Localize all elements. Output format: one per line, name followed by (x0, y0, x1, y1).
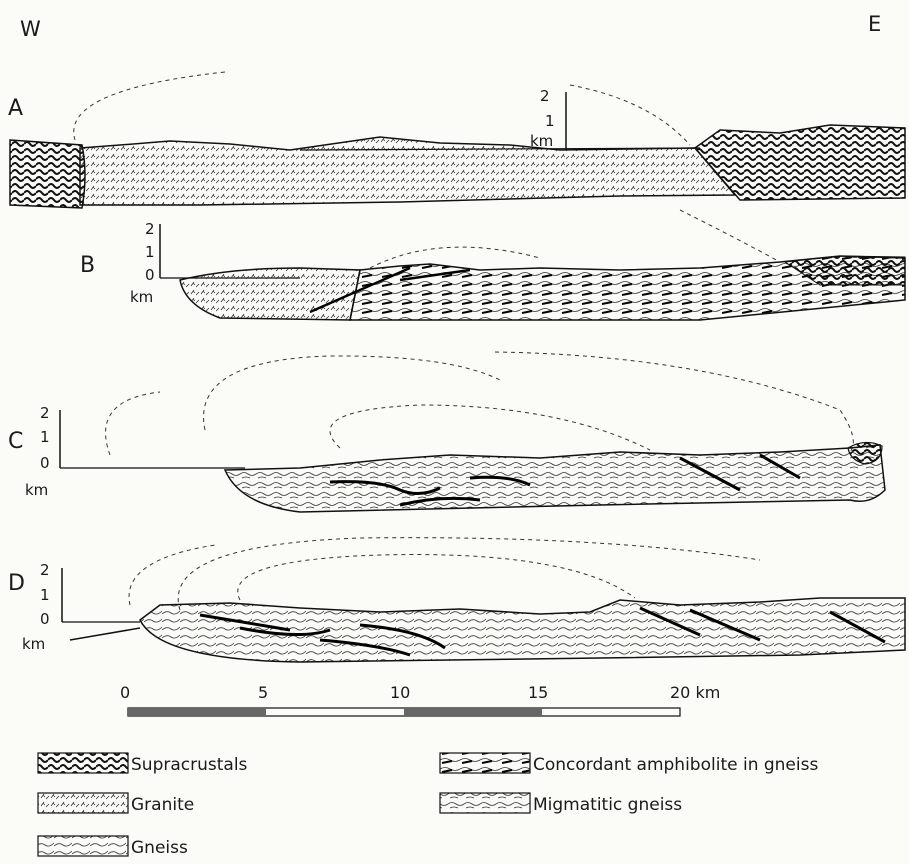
west-label: W (20, 17, 41, 41)
section-b-label: B (80, 253, 95, 278)
section-b: B 2 1 0 km (80, 210, 905, 320)
section-d-fold-trace-inner (238, 555, 635, 600)
legend-swatch-amphibolite (440, 753, 530, 773)
section-a-scale-unit: km (530, 132, 553, 150)
section-d-fold-trace-mid (178, 538, 760, 610)
scale-bar-seg1 (128, 708, 266, 716)
section-c-scale-0: 0 (40, 454, 50, 472)
section-a-fold-trace-east (570, 85, 690, 145)
section-d-scale-1: 1 (40, 586, 50, 604)
section-c-fold-trace-mid (204, 356, 500, 430)
section-a-scale-1: 1 (545, 112, 555, 130)
section-c-fold-trace-outer (106, 392, 160, 455)
section-c-migmatite-body (225, 445, 885, 512)
section-b-scale-unit: km (130, 288, 153, 306)
section-c-fold-trace-east (495, 352, 853, 452)
scale-bar-tick-15: 15 (528, 683, 548, 702)
legend-swatch-migmatitic (440, 793, 530, 813)
legend-label-amphibolite: Concordant amphibolite in gneiss (533, 755, 818, 775)
section-d: D 2 1 0 km (8, 538, 905, 662)
legend-label-supracrustals: Supracrustals (131, 755, 248, 775)
legend-swatch-gneiss (38, 836, 128, 856)
scale-bar: 0 5 10 15 20 km (120, 683, 720, 716)
section-d-label: D (8, 571, 25, 596)
section-a: A 2 1 km (8, 72, 905, 208)
section-b-scale-0: 0 (145, 266, 155, 284)
legend-label-gneiss: Gneiss (131, 838, 188, 858)
section-a-fold-trace (74, 72, 225, 140)
section-c-fold-trace-inner (330, 405, 650, 450)
scale-bar-tick-0: 0 (120, 683, 130, 702)
section-b-fold-trace (370, 247, 540, 268)
scale-bar-tick-20: 20 km (670, 683, 720, 702)
section-d-scale-unit: km (22, 635, 45, 653)
legend-label-migmatitic: Migmatitic gneiss (533, 795, 682, 815)
legend-swatch-granite (38, 793, 128, 813)
section-d-scale-0: 0 (40, 610, 50, 628)
scale-bar-tick-5: 5 (258, 683, 268, 702)
section-b-scale-1: 1 (145, 243, 155, 261)
section-d-fold-trace-outer (129, 545, 215, 605)
section-b-granite-body (180, 268, 360, 320)
section-a-supracrustals-west (10, 140, 85, 208)
section-c-scale-2: 2 (40, 404, 50, 422)
legend: Supracrustals Granite Gneiss Concordant … (38, 753, 818, 858)
legend-swatch-supracrustals (38, 753, 128, 773)
section-b-fold-trace-east (680, 210, 780, 262)
legend-label-granite: Granite (131, 795, 194, 815)
section-c-scale-1: 1 (40, 428, 50, 446)
section-d-km-tail (70, 628, 140, 640)
section-c-label: C (8, 429, 23, 454)
section-d-scale-2: 2 (40, 561, 50, 579)
section-c: C 2 1 0 km (8, 352, 885, 512)
scale-bar-seg3 (404, 708, 542, 716)
section-a-scale-2: 2 (540, 87, 550, 105)
scale-bar-tick-10: 10 (390, 683, 410, 702)
east-label: E (868, 12, 881, 36)
section-a-label: A (8, 96, 23, 121)
section-b-scale-2: 2 (145, 220, 155, 238)
section-c-scale-unit: km (25, 481, 48, 499)
section-a-granite-body (80, 137, 735, 205)
